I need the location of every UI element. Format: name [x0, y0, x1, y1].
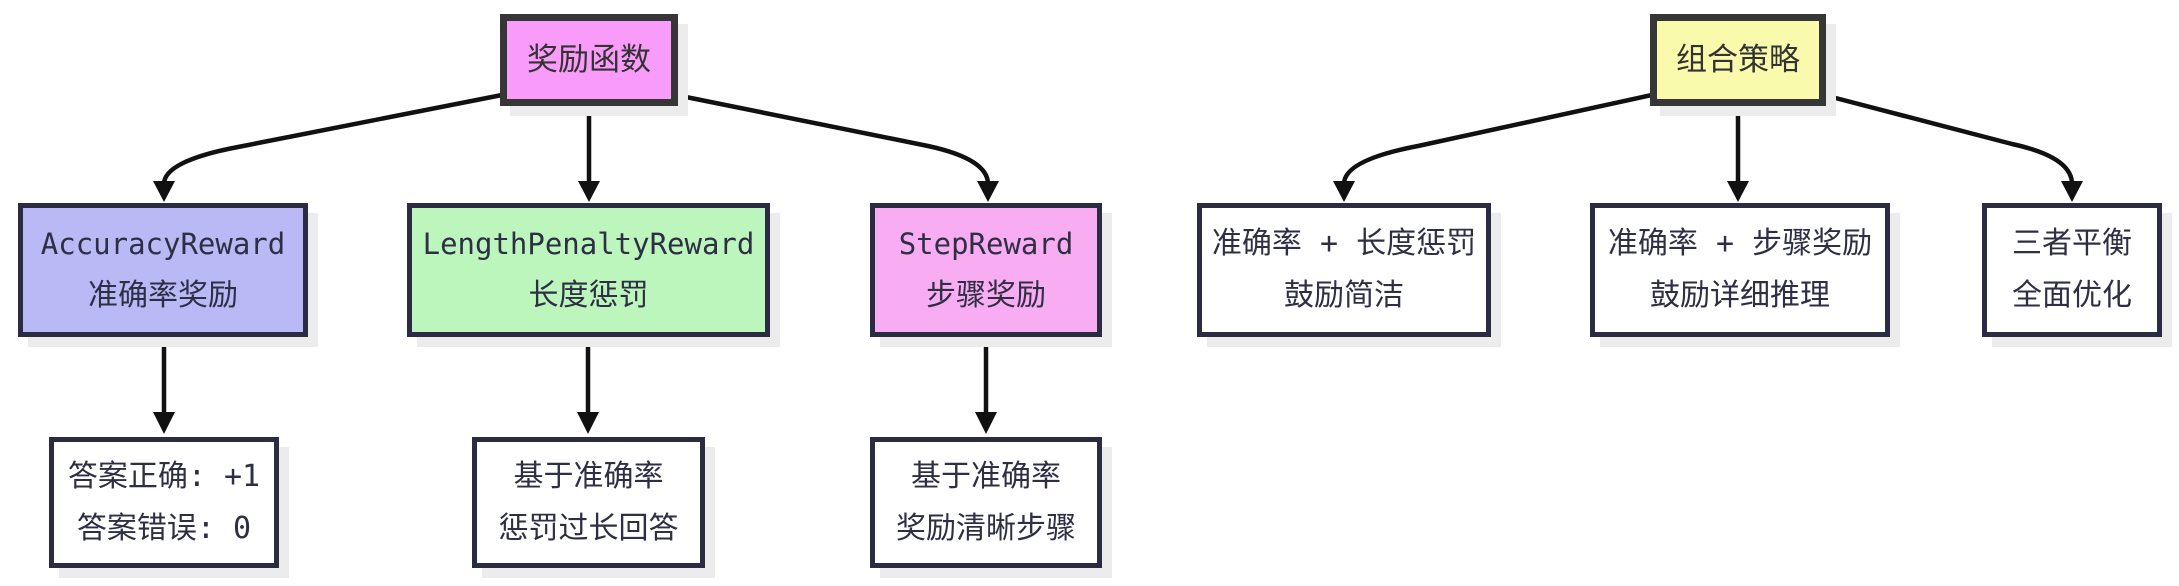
node-step-reward: StepReward 步骤奖励 — [870, 203, 1102, 337]
node-step-detail: 基于准确率 奖励清晰步骤 — [870, 437, 1102, 568]
arrowhead-combo-to-strategy1 — [1333, 181, 1355, 202]
arrowhead-lengthpenalty-to-detail — [577, 412, 599, 434]
strategy-line: 准确率 + 步骤奖励 — [1607, 226, 1873, 261]
node-subtitle: 步骤奖励 — [926, 278, 1046, 313]
node-title: AccuracyReward — [40, 227, 286, 261]
detail-line: 答案正确: +1 — [67, 458, 261, 494]
node-strategy-balanced: 三者平衡 全面优化 — [1982, 203, 2162, 337]
arrowhead-accuracy-to-detail — [153, 412, 175, 434]
node-subtitle: 长度惩罚 — [528, 278, 649, 313]
node-length-penalty-detail: 基于准确率 惩罚过长回答 — [472, 437, 705, 568]
node-reward-function-root: 奖励函数 — [500, 14, 678, 106]
node-title: StepReward — [898, 227, 1074, 261]
strategy-line: 三者平衡 — [2012, 226, 2132, 261]
node-strategy-accuracy-step: 准确率 + 步骤奖励 鼓励详细推理 — [1590, 203, 1890, 337]
arrowhead-combo-to-strategy3 — [2061, 181, 2083, 202]
node-strategy-accuracy-length: 准确率 + 长度惩罚 鼓励简洁 — [1197, 203, 1491, 337]
strategy-line: 鼓励详细推理 — [1650, 278, 1830, 313]
node-combination-strategy-root: 组合策略 — [1650, 14, 1826, 106]
detail-line: 基于准确率 — [513, 458, 664, 494]
arrowhead-combo-to-strategy2 — [1727, 181, 1749, 202]
node-accuracy-detail: 答案正确: +1 答案错误: 0 — [49, 437, 279, 568]
detail-line: 基于准确率 — [911, 458, 1061, 494]
detail-line: 奖励清晰步骤 — [896, 510, 1076, 546]
arrowhead-step-to-detail — [975, 412, 997, 434]
arrowhead-reward-to-step — [977, 181, 999, 202]
node-length-penalty-reward: LengthPenaltyReward 长度惩罚 — [407, 203, 770, 337]
arrowhead-reward-to-accuracy — [153, 181, 175, 202]
edge-reward-to-step — [675, 92, 991, 187]
detail-line: 惩罚过长回答 — [498, 510, 679, 546]
node-subtitle: 准确率奖励 — [88, 278, 238, 313]
arrowhead-reward-to-lengthpenalty — [578, 181, 600, 202]
edge-combo-to-strategy1 — [1341, 92, 1653, 187]
node-title: LengthPenaltyReward — [422, 227, 755, 261]
strategy-line: 全面优化 — [2012, 278, 2132, 313]
edge-reward-to-accuracy — [161, 92, 503, 187]
strategy-line: 准确率 + 长度惩罚 — [1211, 226, 1477, 261]
strategy-line: 鼓励简洁 — [1284, 278, 1404, 313]
node-accuracy-reward: AccuracyReward 准确率奖励 — [18, 203, 308, 337]
node-label: 组合策略 — [1676, 42, 1800, 78]
detail-line: 答案错误: 0 — [76, 510, 252, 546]
node-label: 奖励函数 — [527, 42, 651, 78]
edge-combo-to-strategy3 — [1823, 92, 2075, 187]
